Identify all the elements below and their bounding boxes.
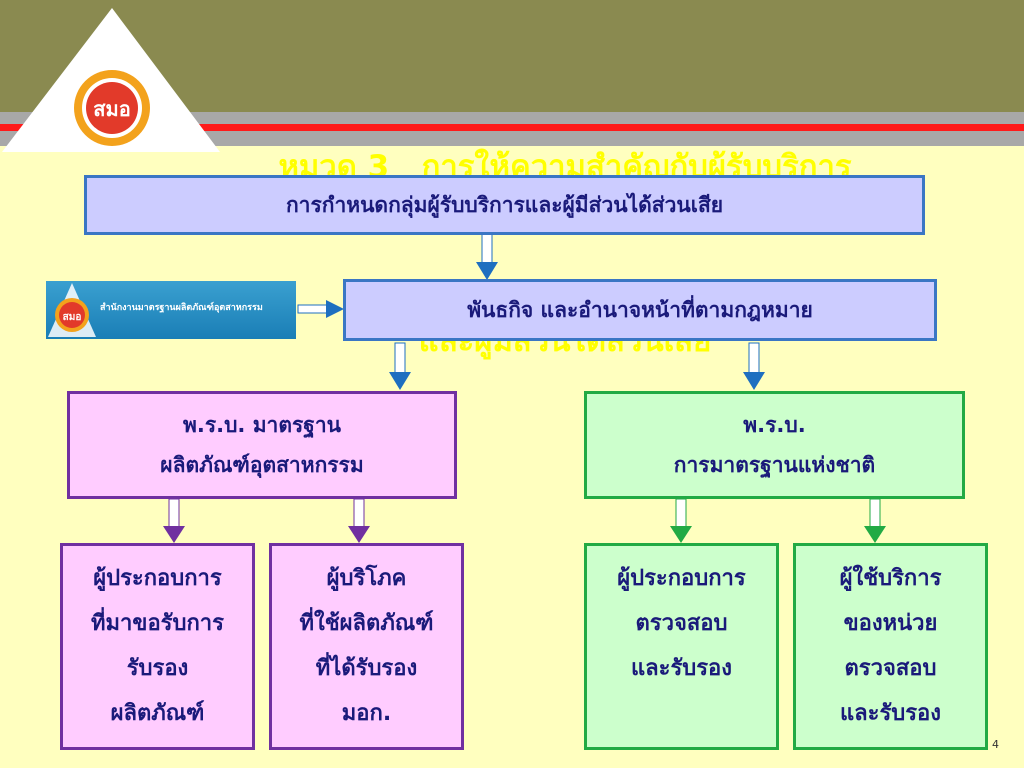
tisi-logo: สมอ — [2, 8, 220, 152]
national-standardization-act-box: พ.ร.บ. การมาตรฐานแห่งชาติ — [584, 391, 965, 499]
leaf-line: และรับรอง — [630, 656, 733, 681]
stakeholder-group-label: การกำหนดกลุ่มผู้รับบริการและผู้มีส่วนได้… — [285, 192, 724, 217]
leaf-conformity-operators: ผู้ประกอบการ ตรวจสอบ และรับรอง — [584, 543, 779, 750]
arrow-mission-to-right-act — [743, 342, 765, 390]
leaf-service-users: ผู้ใช้บริการ ของหน่วย ตรวจสอบ และรับรอง — [793, 543, 988, 750]
act-line-1: พ.ร.บ. มาตรฐาน — [183, 413, 341, 437]
header-stripe-gray-lower — [0, 131, 1024, 146]
mission-box: พันธกิจ และอำนาจหน้าที่ตามกฎหมาย — [343, 279, 937, 341]
leaf-line: ผู้ประกอบการ — [93, 566, 222, 591]
arrow-right-act-to-leaf4 — [864, 498, 886, 543]
leaf-line: ที่มาขอรับการ — [91, 611, 224, 636]
act-line-1: พ.ร.บ. — [743, 413, 806, 437]
logo-text: สมอ — [93, 97, 130, 121]
leaf-line: และรับรอง — [839, 701, 942, 726]
page-number: 4 — [992, 738, 999, 751]
header-stripe-gray — [0, 112, 1024, 124]
office-name: สำนักงานมาตรฐานผลิตภัณฑ์อุตสาหกรรม — [100, 303, 263, 313]
leaf-line: รับรอง — [126, 656, 189, 681]
arrow-mission-to-left-act — [389, 342, 411, 390]
leaf-line: ที่ได้รับรอง — [315, 656, 418, 681]
arrow-office-to-mission — [297, 300, 344, 318]
office-logo-icon: สมอ — [48, 283, 96, 337]
arrow-top-to-mission — [476, 233, 498, 280]
leaf-line: มอก. — [341, 701, 392, 726]
leaf-line: ของหน่วย — [843, 611, 938, 636]
leaf-line: ตรวจสอบ — [844, 656, 937, 681]
header-stripe-red — [0, 124, 1024, 131]
act-line-2: ผลิตภัณฑ์อุตสาหกรรม — [160, 453, 364, 477]
leaf-line: ผลิตภัณฑ์ — [110, 701, 205, 726]
arrow-left-act-to-leaf1 — [163, 498, 185, 543]
act-line-2: การมาตรฐานแห่งชาติ — [673, 453, 876, 477]
arrow-right-act-to-leaf3 — [670, 498, 692, 543]
industrial-product-act-box: พ.ร.บ. มาตรฐาน ผลิตภัณฑ์อุตสาหกรรม — [67, 391, 457, 499]
leaf-line: ผู้ใช้บริการ — [839, 566, 942, 591]
mission-label: พันธกิจ และอำนาจหน้าที่ตามกฎหมาย — [467, 297, 813, 322]
leaf-certification-applicants: ผู้ประกอบการ ที่มาขอรับการ รับรอง ผลิตภั… — [60, 543, 255, 750]
leaf-line: ตรวจสอบ — [635, 611, 728, 636]
leaf-line: ผู้บริโภค — [326, 566, 407, 591]
arrow-left-act-to-leaf2 — [348, 498, 370, 543]
leaf-line: ผู้ประกอบการ — [617, 566, 746, 591]
stakeholder-group-box: การกำหนดกลุ่มผู้รับบริการและผู้มีส่วนได้… — [84, 175, 925, 235]
office-logo-banner: สมอ — [46, 281, 296, 339]
office-logo-text: สมอ — [63, 312, 82, 323]
leaf-consumers: ผู้บริโภค ที่ใช้ผลิตภัณฑ์ ที่ได้รับรอง ม… — [269, 543, 464, 750]
leaf-line: ที่ใช้ผลิตภัณฑ์ — [299, 611, 434, 636]
